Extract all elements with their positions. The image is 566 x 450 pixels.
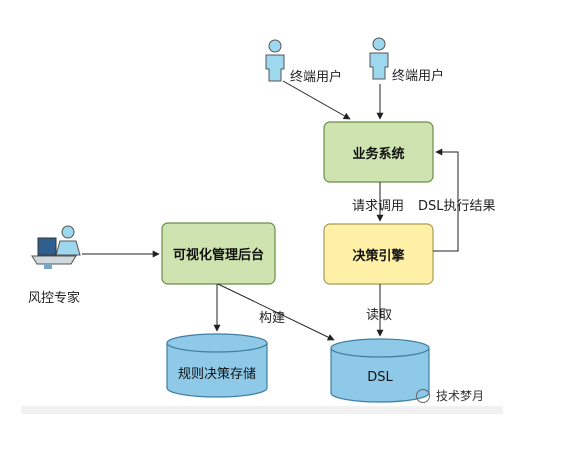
watermark: 技术梦月 xyxy=(416,387,484,404)
rule-storage-label: 规则决策存储 xyxy=(177,366,256,382)
business-system-box xyxy=(323,121,434,183)
end-user-label-left: 终端用户 xyxy=(290,70,343,85)
edge-engine-to-business xyxy=(433,148,459,252)
request-call-label: 请求调用 xyxy=(352,199,405,214)
edge-admin-to-dsl xyxy=(217,283,335,341)
dsl-result-label: DSL执行结果 xyxy=(418,199,496,214)
build-label: 构建 xyxy=(259,311,286,326)
decision-engine-box xyxy=(323,223,434,285)
watermark-text: 技术梦月 xyxy=(436,389,485,403)
end-user-label-right: 终端用户 xyxy=(392,69,445,84)
dsl-label: DSL xyxy=(367,369,393,385)
chat-icon xyxy=(416,388,430,403)
read-label: 读取 xyxy=(366,308,393,323)
dsl-cylinder xyxy=(330,338,430,403)
decision-engine-label: 决策引擎 xyxy=(352,248,405,264)
edge-user-left-to-business xyxy=(282,80,351,120)
risk-expert-icon xyxy=(31,225,81,269)
rule-storage-cylinder xyxy=(166,333,268,398)
end-user-icon-right xyxy=(369,37,389,80)
admin-console-label: 可视化管理后台 xyxy=(172,248,264,263)
risk-expert-label: 风控专家 xyxy=(28,291,81,306)
business-system-label: 业务系统 xyxy=(352,146,405,162)
end-user-icon-left xyxy=(265,39,285,82)
